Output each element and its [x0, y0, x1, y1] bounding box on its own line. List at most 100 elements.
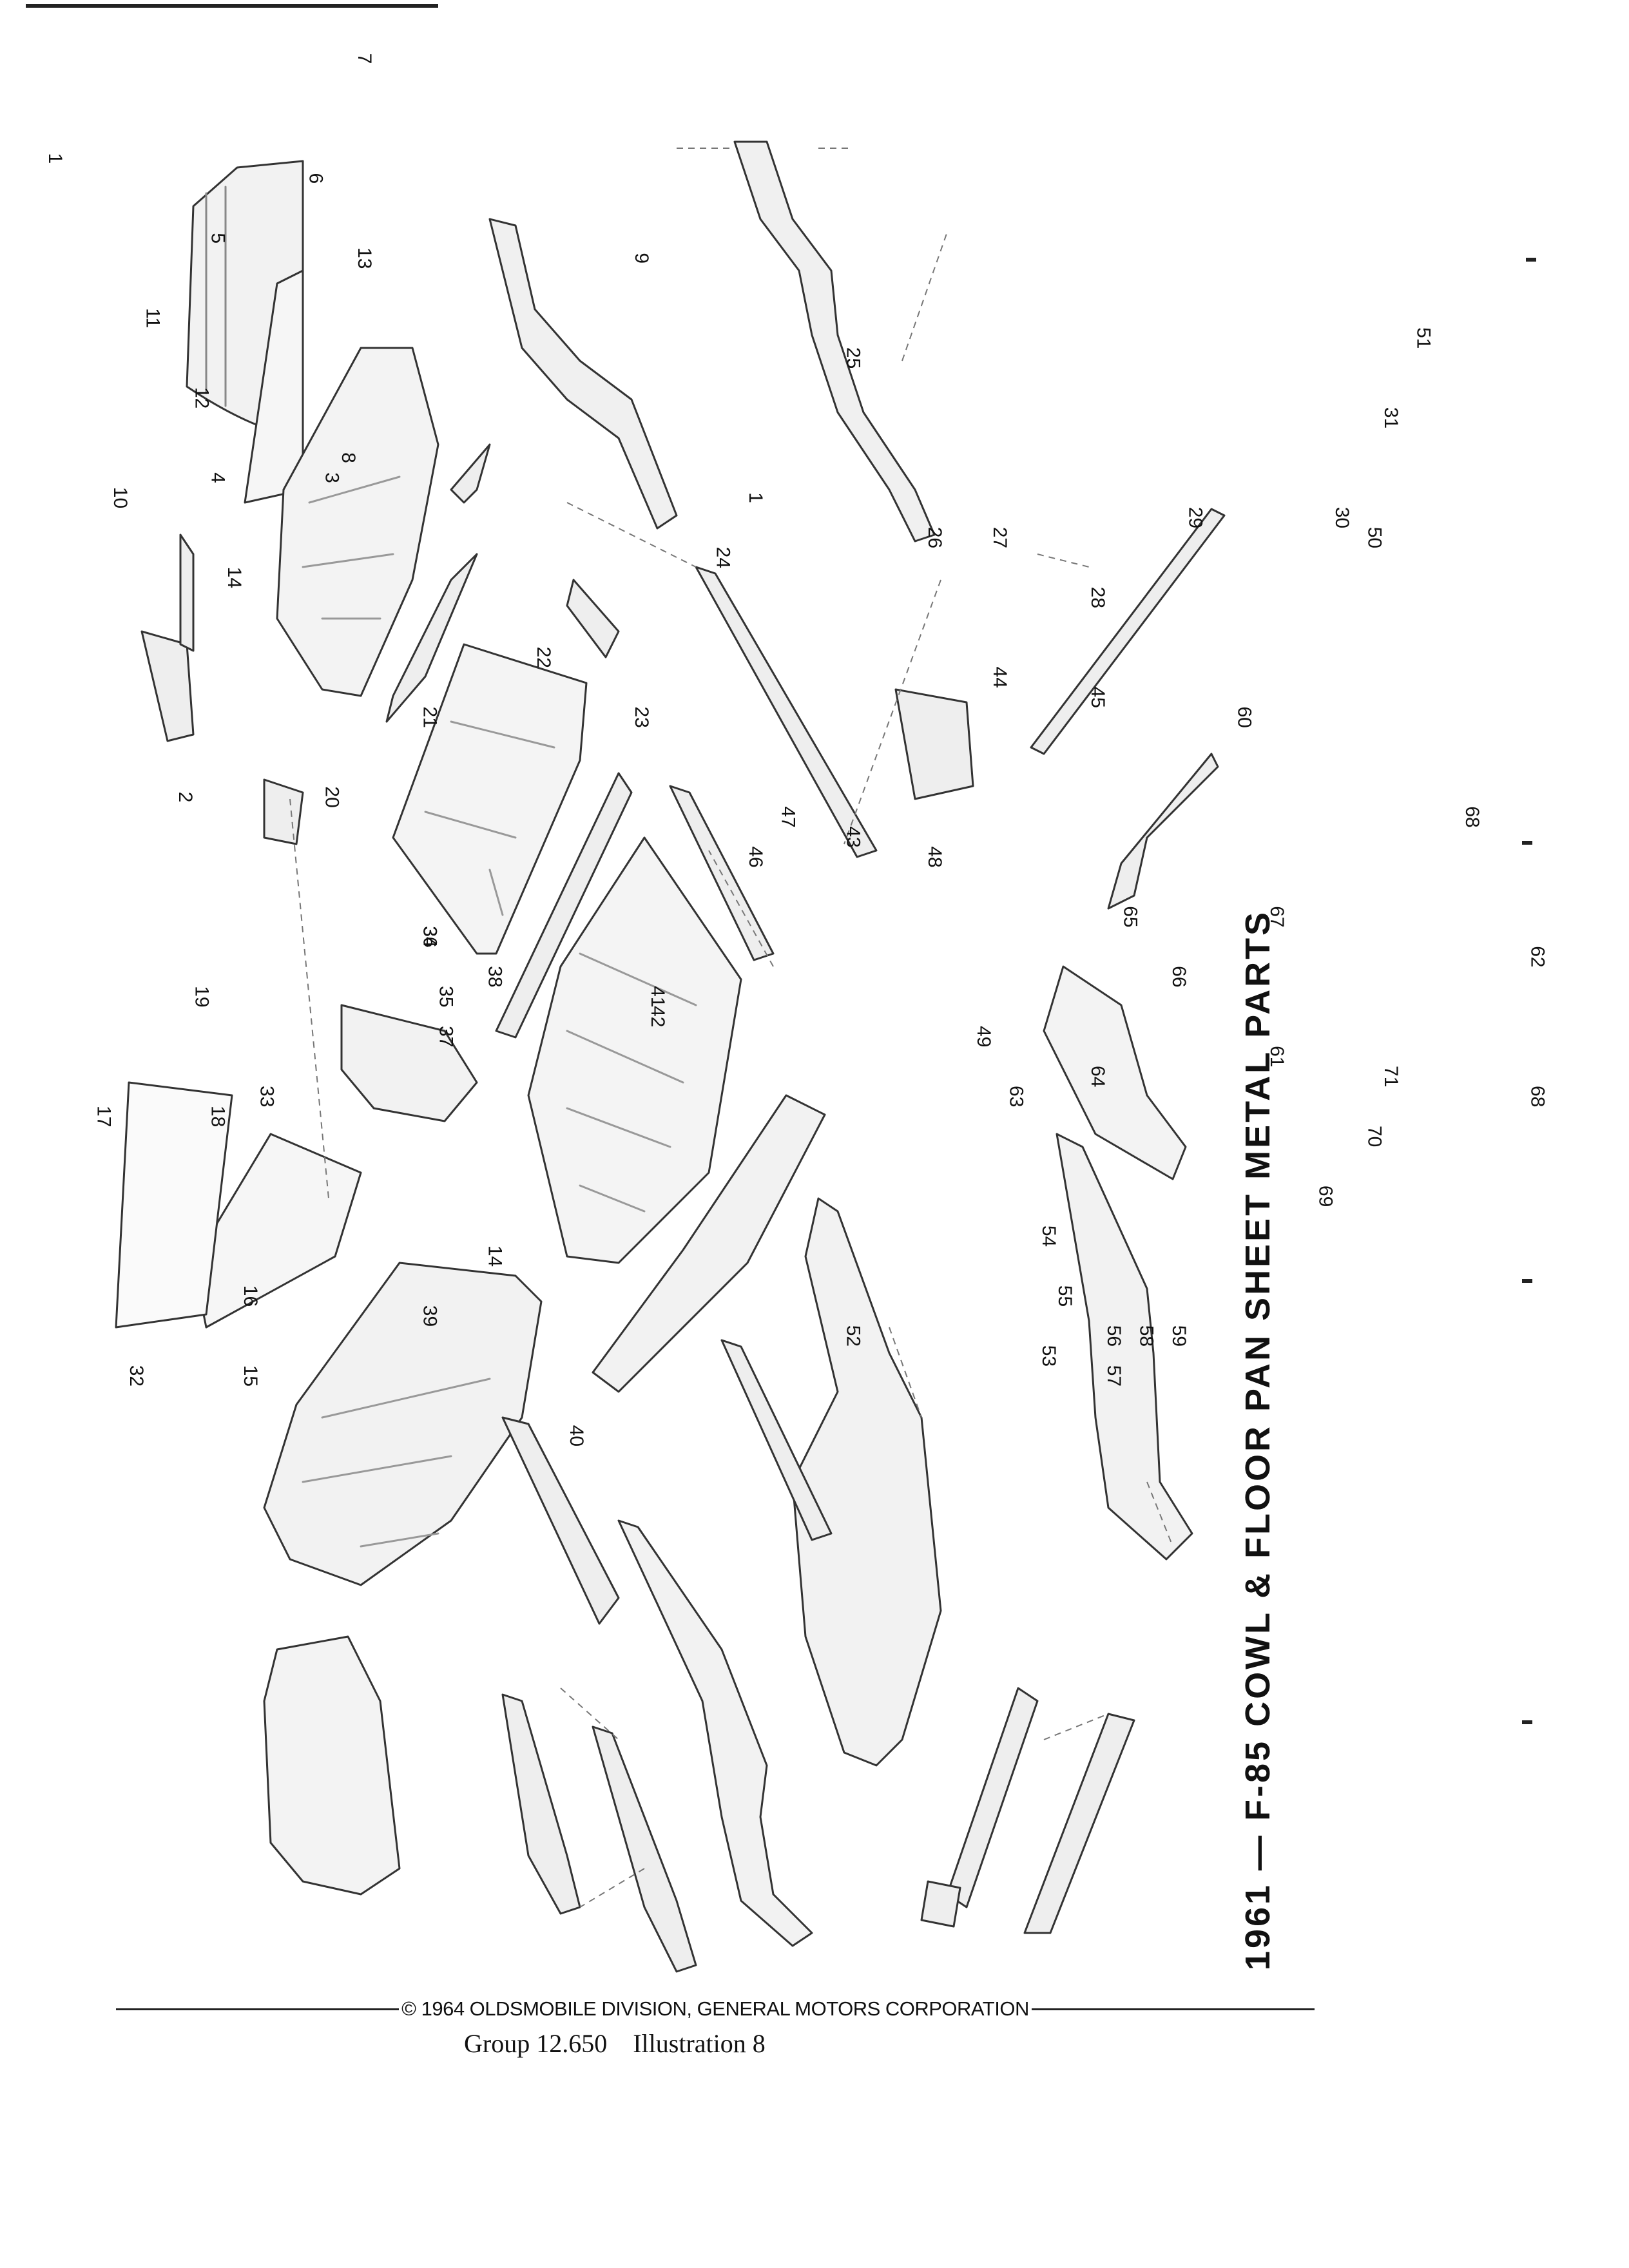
- callout-62: 62: [1527, 946, 1548, 967]
- callout-60: 60: [1233, 706, 1255, 727]
- part-bracket-9: [140, 630, 195, 742]
- part-dash-cross-23: [592, 1094, 826, 1393]
- part-wheelhouse-8: [340, 1004, 478, 1122]
- page-title: 1961 — F-85 COWL & FLOOR PAN SHEET METAL…: [1239, 909, 1277, 1971]
- callout-68: 68: [1527, 1086, 1548, 1107]
- part-rail-11: [501, 1693, 581, 1915]
- callout-67: 67: [1266, 906, 1287, 927]
- callout-45: 45: [1087, 687, 1108, 708]
- margin-tick: [1522, 1720, 1532, 1724]
- callout-19: 19: [191, 986, 212, 1007]
- callout-69: 69: [1315, 1186, 1336, 1207]
- callout-17: 17: [93, 1106, 115, 1127]
- part-rear-floor-pan: [392, 643, 588, 955]
- callout-14: 14: [484, 1245, 505, 1267]
- part-rocker-16: [946, 1687, 1039, 1908]
- callout-40: 40: [566, 1425, 587, 1446]
- callout-22: 22: [533, 647, 554, 668]
- part-rear-side-rail: [488, 218, 678, 530]
- callout-26: 26: [924, 527, 945, 548]
- part-dash-strip-5: [115, 1081, 233, 1329]
- part-cowl-side-panel: [263, 1262, 543, 1586]
- part-rocker-lower: [1030, 508, 1226, 755]
- part-bracket-7: [263, 778, 304, 845]
- part-side-panel-right: [1043, 965, 1187, 1180]
- part-cowl-side-panel-detail: [302, 1378, 491, 1548]
- callout-58: 58: [1136, 1325, 1157, 1347]
- callout-2: 2: [175, 792, 196, 803]
- callout-59: 59: [1168, 1325, 1190, 1347]
- callout-34: 34: [419, 926, 440, 947]
- callout-7: 7: [354, 53, 375, 64]
- callout-66: 66: [1168, 966, 1190, 987]
- margin-tick: [1522, 841, 1532, 845]
- callout-1: 1: [44, 153, 66, 164]
- part-side-panel-left: [263, 1635, 401, 1896]
- part-bracket-44: [566, 579, 620, 658]
- callout-12: 12: [191, 387, 212, 408]
- callout-24: 24: [712, 547, 733, 568]
- callout-23: 23: [631, 706, 652, 727]
- part-side-rail-21: [720, 1339, 833, 1541]
- callout-16: 16: [240, 1285, 261, 1307]
- part-front-floor-pan-detail: [566, 952, 697, 1213]
- part-strip-27: [385, 553, 478, 723]
- callout-41: 41: [647, 986, 668, 1007]
- callout-31: 31: [1380, 407, 1402, 428]
- callout-71: 71: [1380, 1066, 1402, 1087]
- callout-44: 44: [989, 667, 1010, 688]
- callout-42: 42: [647, 1006, 668, 1027]
- callout-20: 20: [322, 786, 343, 807]
- callout-33: 33: [256, 1086, 277, 1107]
- callout-37: 37: [436, 1026, 457, 1047]
- callout-50: 50: [1364, 527, 1385, 548]
- callout-5: 5: [207, 233, 229, 244]
- callout-56: 56: [1103, 1325, 1124, 1347]
- part-front-floor-pan: [527, 836, 742, 1264]
- copyright-text: © 1964 OLDSMOBILE DIVISION, GENERAL MOTO…: [401, 1997, 1029, 2020]
- part-center-member-20: [791, 1197, 942, 1767]
- callout-36: 36: [419, 926, 440, 947]
- part-cowl-vent-panel-detail: [205, 186, 227, 407]
- callout-52: 52: [843, 1325, 864, 1347]
- callout-27: 27: [989, 527, 1010, 548]
- group-number: Group 12.650: [464, 2029, 608, 2058]
- callout-43: 43: [843, 826, 864, 847]
- footer-rule-left: [116, 2008, 400, 2010]
- margin-tick: [1522, 1279, 1532, 1283]
- callout-18: 18: [207, 1106, 229, 1127]
- part-rear-floor-pan-detail: [424, 720, 555, 916]
- callout-13: 13: [354, 247, 375, 269]
- callout-64: 64: [1087, 1066, 1108, 1087]
- callout-63: 63: [1005, 1086, 1027, 1107]
- callout-11: 11: [142, 308, 164, 328]
- callout-6: 6: [305, 173, 326, 184]
- callout-53: 53: [1038, 1345, 1059, 1367]
- callout-55: 55: [1054, 1285, 1075, 1307]
- callout-49: 49: [973, 1026, 994, 1047]
- callout-38: 38: [484, 966, 505, 987]
- callout-46: 46: [745, 846, 766, 867]
- part-bracket-9b: [179, 533, 195, 652]
- callout-29: 29: [1184, 507, 1206, 528]
- illustration-number: Illustration 8: [633, 2029, 766, 2058]
- top-rule: [26, 4, 438, 8]
- copyright-footer: © 1964 OLDSMOBILE DIVISION, GENERAL MOTO…: [116, 1996, 1315, 2022]
- callout-35: 35: [436, 986, 457, 1007]
- part-dash-panel: [276, 347, 439, 697]
- part-rocker-panel: [695, 566, 878, 858]
- callout-48: 48: [924, 846, 945, 867]
- callout-54: 54: [1038, 1225, 1059, 1247]
- callout-51: 51: [1412, 327, 1434, 349]
- part-rail-13: [501, 1416, 620, 1625]
- callout-25: 25: [843, 347, 864, 369]
- callout-65: 65: [1119, 906, 1141, 927]
- part-frame-rail-left: [617, 1519, 813, 1947]
- margin-tick: [1526, 258, 1536, 262]
- part-rear-frame-rail: [733, 140, 936, 543]
- callout-8: 8: [338, 452, 359, 463]
- callout-14: 14: [224, 567, 245, 588]
- part-rocker-15: [1023, 1713, 1135, 1934]
